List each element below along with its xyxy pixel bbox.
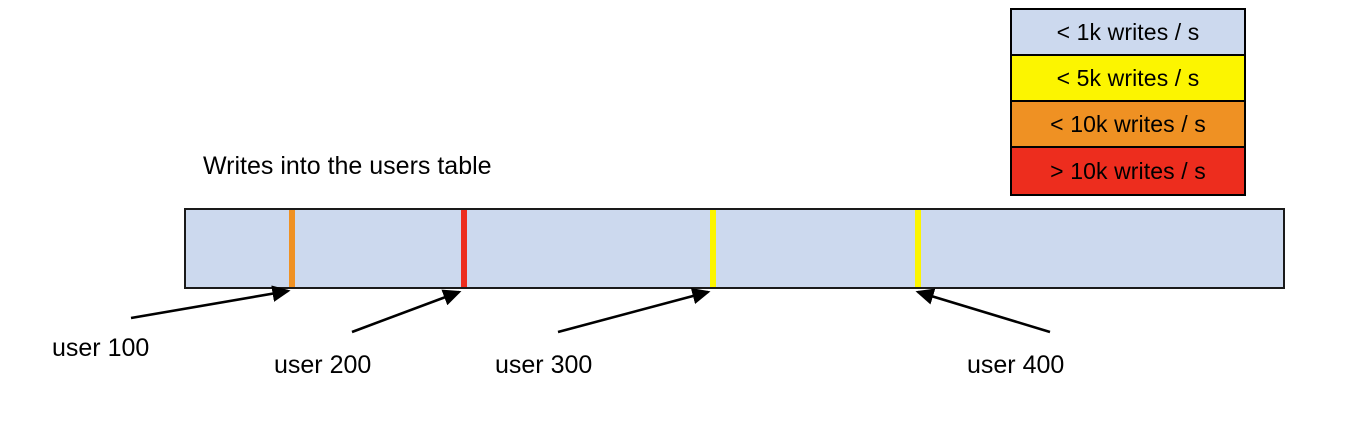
legend-row-over-10k: > 10k writes / s [1012, 148, 1244, 194]
legend-row-under-5k: < 5k writes / s [1012, 56, 1244, 102]
callout-label-user-300: user 300 [495, 351, 593, 379]
users-table-keyspace-bar [184, 208, 1285, 289]
legend-label-under-1k: < 1k writes / s [1056, 18, 1200, 45]
arrow-user-200 [351, 289, 462, 334]
legend-row-under-10k: < 10k writes / s [1012, 102, 1244, 148]
legend-row-under-1k: < 1k writes / s [1012, 10, 1244, 56]
legend-label-over-10k: > 10k writes / s [1050, 157, 1206, 184]
callout-label-user-100: user 100 [52, 334, 150, 362]
callout-label-user-400: user 400 [967, 351, 1065, 379]
legend-label-under-10k: < 10k writes / s [1050, 110, 1206, 137]
write-rate-legend: < 1k writes / s < 5k writes / s < 10k wr… [1010, 8, 1246, 196]
stripe-user-400 [915, 210, 921, 287]
chart-title: Writes into the users table [203, 152, 492, 180]
arrow-user-400 [915, 288, 1051, 334]
callout-label-user-200: user 200 [274, 351, 372, 379]
legend-label-under-5k: < 5k writes / s [1056, 64, 1200, 91]
stripe-user-200 [461, 210, 467, 287]
arrow-user-300 [557, 287, 711, 334]
arrow-user-100 [130, 285, 291, 320]
stripe-user-300 [710, 210, 716, 287]
stripe-user-100 [289, 210, 295, 287]
